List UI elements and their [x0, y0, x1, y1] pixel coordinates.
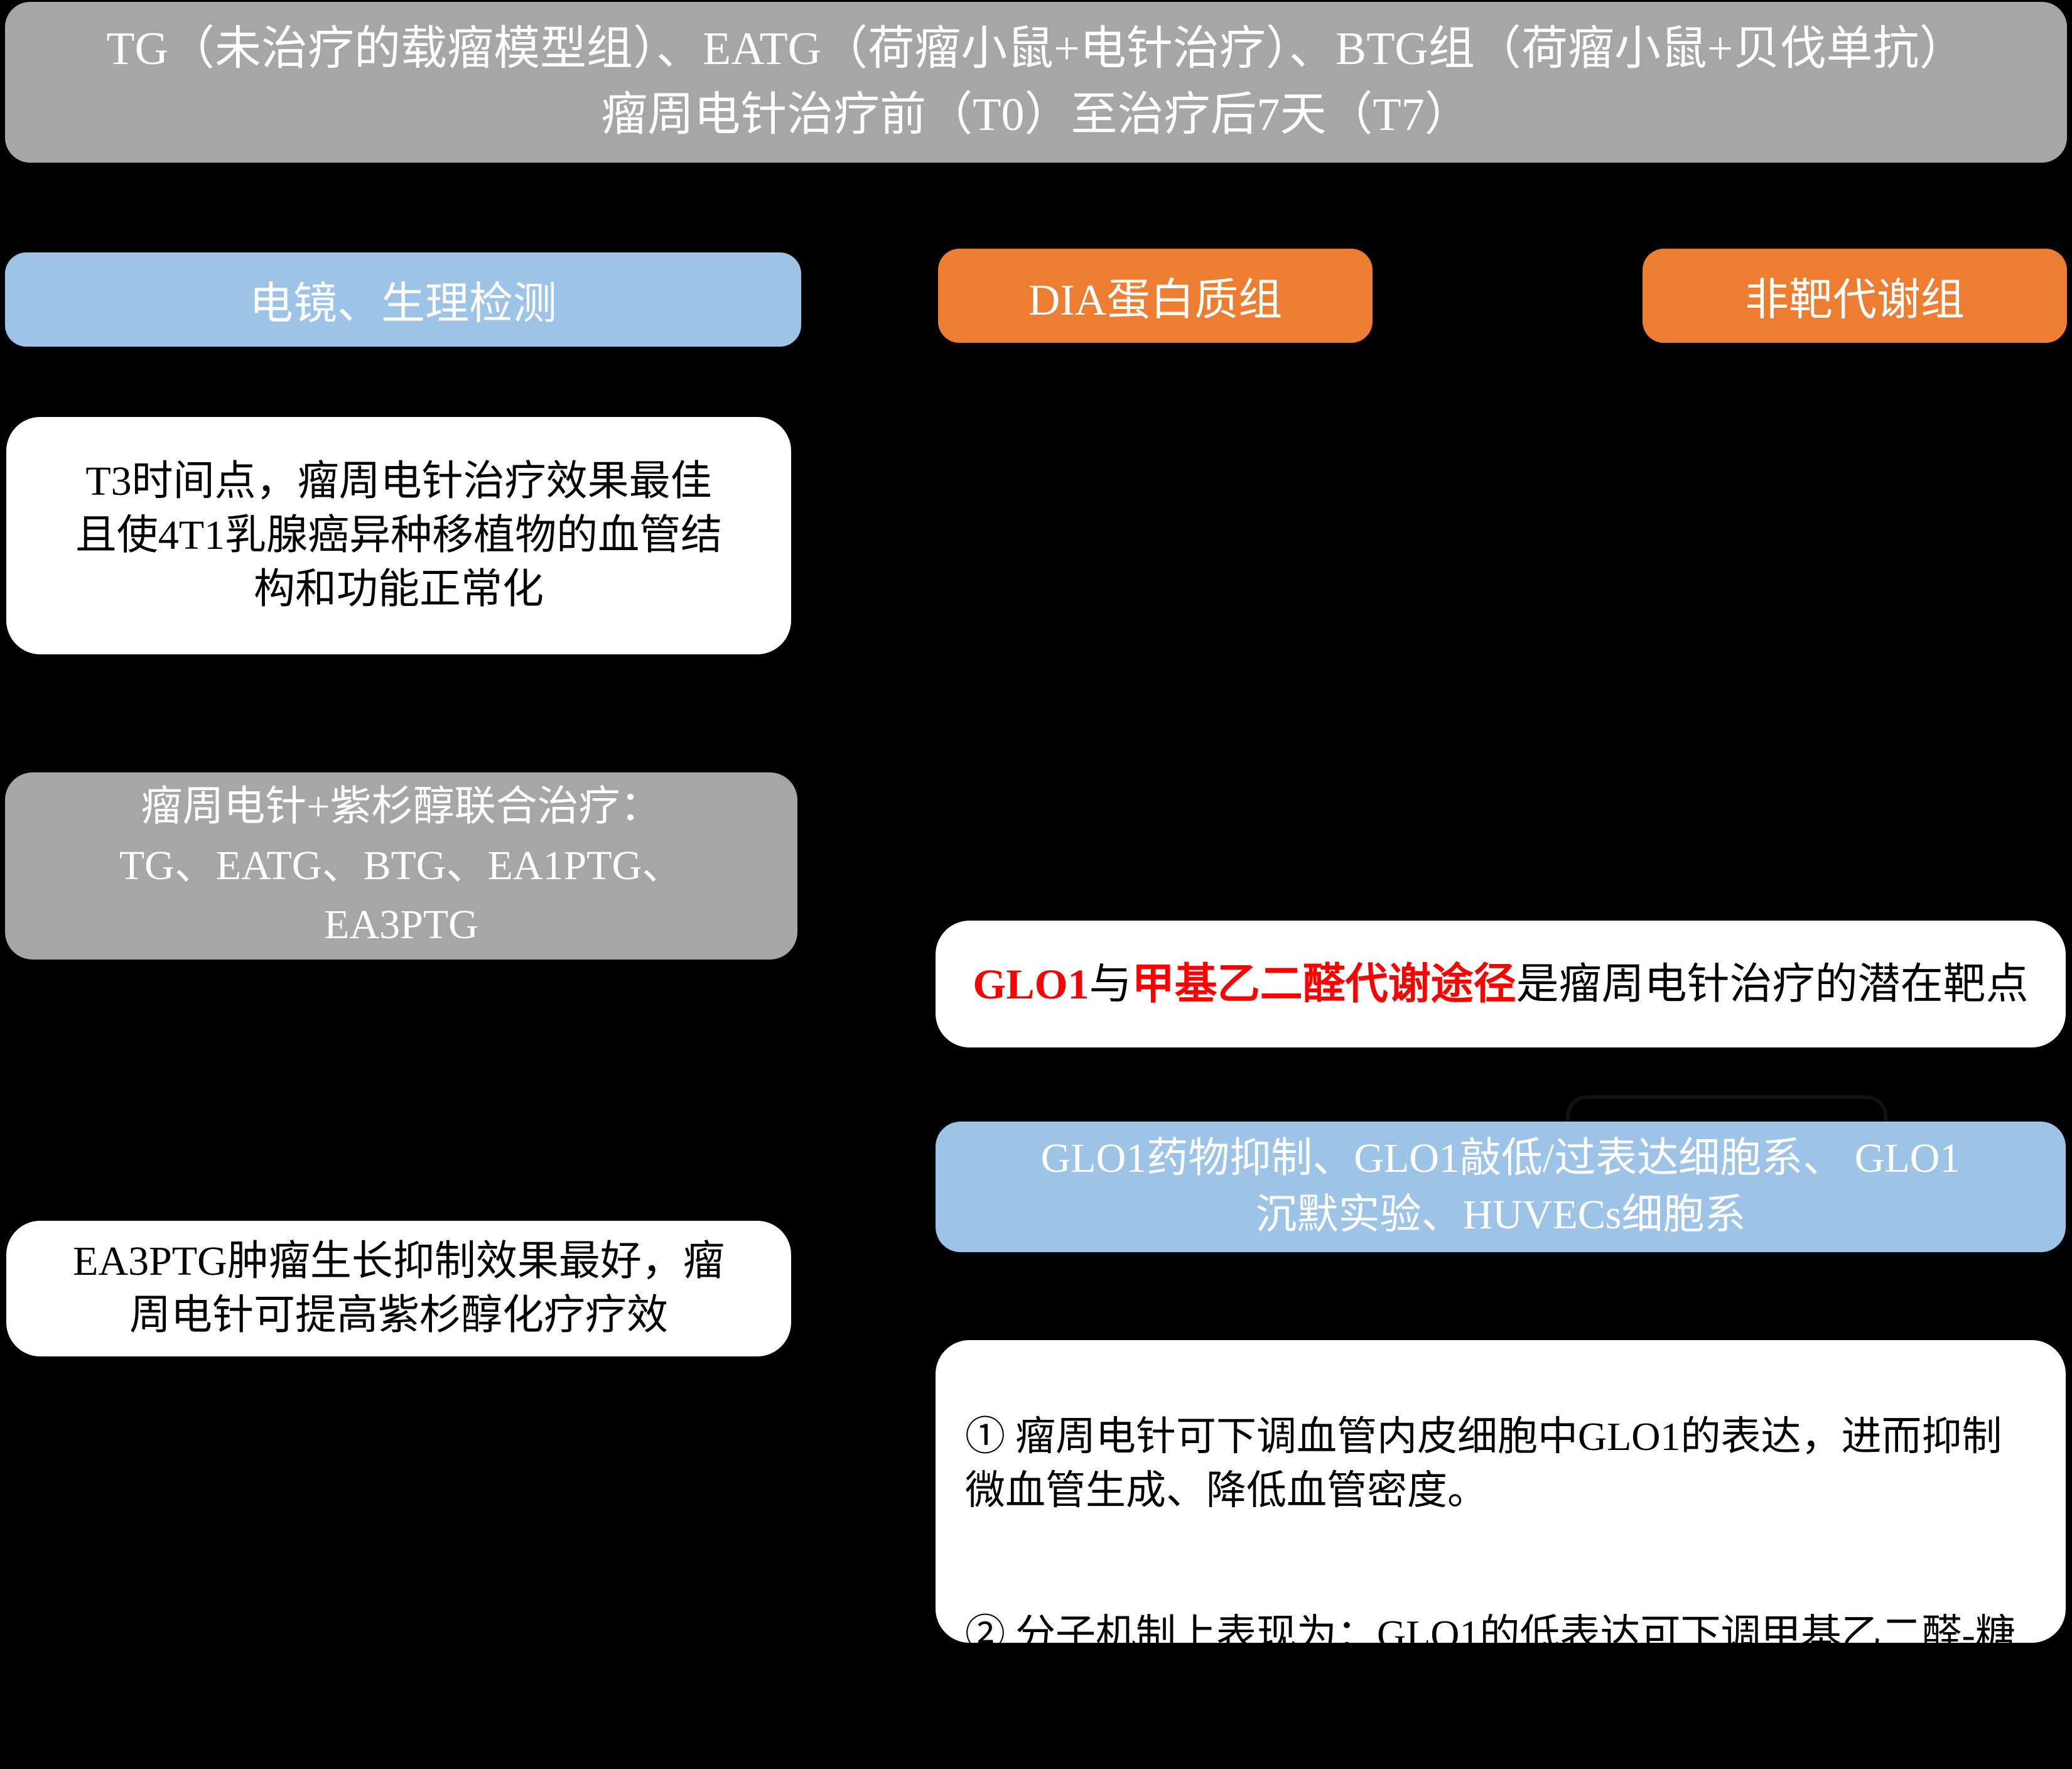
category-chip-label: 电镜、生理检测 — [249, 279, 557, 328]
left-result-vessel-normalization: T3时间点，瘤周电针治疗效果最佳 且使4T1乳腺癌异种移植物的血管结 构和功能正… — [6, 417, 791, 654]
right-experiment-methods-text: GLO1药物抑制、GLO1敲低/过表达细胞系、 GLO1 沉默实验、HUVECs… — [1040, 1135, 1961, 1238]
right-conclusion-list: ① 瘤周电针可下调血管内皮细胞中GLO1的表达，进而抑制微血管生成、降低血管密度… — [940, 1356, 2061, 1769]
study-groups-banner: TG（未治疗的载瘤模型组）、EATG（荷瘤小鼠+电针治疗）、BTG组（荷瘤小鼠+… — [5, 2, 2067, 163]
right-target-glo1-text: GLO1与甲基乙二醛代谢途径是瘤周电针治疗的潜在靶点 — [940, 956, 2061, 1012]
category-chip-dia-proteomics[interactable]: DIA蛋白质组 — [938, 249, 1373, 343]
glo1-highlight: GLO1 — [973, 960, 1089, 1008]
study-groups-banner-text: TG（未治疗的载瘤模型组）、EATG（荷瘤小鼠+电针治疗）、BTG组（荷瘤小鼠+… — [106, 23, 1966, 141]
left-result-tumor-inhibition: EA3PTG肿瘤生长抑制效果最好，瘤 周电针可提高紫杉醇化疗疗效 — [6, 1221, 791, 1356]
target-rest: 是瘤周电针治疗的潜在靶点 — [1516, 960, 2029, 1008]
methylglyoxal-pathway-highlight: 甲基乙二醛代谢途径 — [1131, 960, 1516, 1008]
right-conclusion-box: ① 瘤周电针可下调血管内皮细胞中GLO1的表达，进而抑制微血管生成、降低血管密度… — [936, 1340, 2066, 1711]
category-chip-untargeted-metabolomics[interactable]: 非靶代谢组 — [1643, 249, 2067, 343]
conclusion-item-1: ① 瘤周电针可下调血管内皮细胞中GLO1的表达，进而抑制微血管生成、降低血管密度… — [965, 1414, 2002, 1513]
category-chip-electron-microscopy-physiology[interactable]: 电镜、生理检测 — [5, 252, 801, 347]
category-chip-label: DIA蛋白质组 — [1028, 276, 1283, 325]
left-result-vessel-normalization-text: T3时间点，瘤周电针治疗效果最佳 且使4T1乳腺癌异种移植物的血管结 构和功能正… — [75, 458, 723, 612]
left-result-tumor-inhibition-text: EA3PTG肿瘤生长抑制效果最好，瘤 周电针可提高紫杉醇化疗疗效 — [73, 1238, 725, 1338]
category-chip-label: 非靶代谢组 — [1745, 276, 1965, 325]
left-treatment-groups-box: 瘤周电针+紫杉醇联合治疗： TG、EATG、BTG、EA1PTG、 EA3PTG — [5, 772, 797, 960]
right-target-glo1-box: GLO1与甲基乙二醛代谢途径是瘤周电针治疗的潜在靶点 — [936, 921, 2066, 1047]
target-connector: 与 — [1089, 960, 1132, 1008]
left-treatment-groups-text: 瘤周电针+紫杉醇联合治疗： TG、EATG、BTG、EA1PTG、 EA3PTG — [119, 784, 684, 948]
right-experiment-methods-box: GLO1药物抑制、GLO1敲低/过表达细胞系、 GLO1 沉默实验、HUVECs… — [936, 1122, 2066, 1252]
conclusion-item-2: ② 分子机制上表现为：GLO1的低表达可下调甲基乙二醛-糖酵解途径抑制细胞增殖，… — [965, 1612, 2015, 1711]
